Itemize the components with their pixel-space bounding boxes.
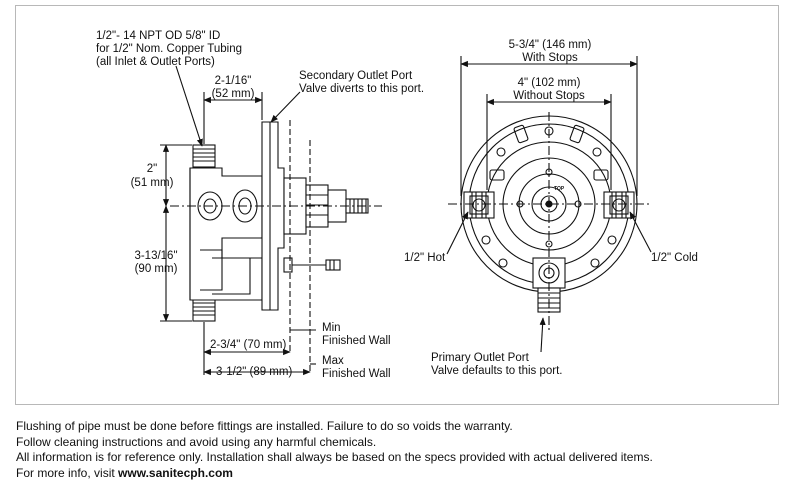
height-51-mm: (51 mm) [131, 177, 174, 189]
hot-leader [446, 211, 469, 255]
thread-spec-line-2: for 1/2" Nom. Copper Tubing [96, 43, 242, 55]
thread-spec-line-3: (all Inlet & Outlet Ports) [96, 56, 215, 68]
valve-dimension-drawing: 1/2"- 14 NPT OD 5/8" ID for 1/2" Nom. Co… [96, 30, 698, 380]
secondary-outlet-desc: Valve diverts to this port. [299, 83, 424, 95]
side-view [160, 65, 382, 376]
diverter-stem [325, 259, 341, 271]
max-wall-line-1: Max [322, 355, 344, 367]
cold-leader [629, 211, 652, 253]
min-wall-line-2: Finished Wall [322, 335, 391, 347]
primary-outlet-title: Primary Outlet Port [431, 352, 530, 364]
hot-stop [463, 191, 495, 219]
mounting-bracket [261, 121, 285, 311]
website-link[interactable]: www.sanitecph.com [118, 465, 233, 480]
note-flushing: Flushing of pipe must be done before fit… [16, 419, 513, 433]
height-51-value: 2" [147, 163, 157, 175]
without-stops-label: Without Stops [513, 90, 585, 102]
notes: Flushing of pipe must be done before fit… [16, 419, 653, 481]
note-reference: All information is for reference only. I… [16, 450, 653, 464]
max-wall-line-2: Finished Wall [322, 368, 391, 380]
with-stops-label: With Stops [522, 52, 578, 64]
diagram-frame [15, 5, 779, 405]
secondary-leader [270, 91, 301, 123]
bottom-port-nipple [192, 298, 216, 322]
primary-outlet-desc: Valve defaults to this port. [431, 365, 562, 377]
depth-89-label: 3-1/2" (89 mm) [216, 366, 292, 378]
valve-body [189, 167, 263, 301]
thread-leader [175, 65, 203, 147]
top-port-nipple [192, 144, 216, 168]
with-stops-value: 5-3/4" (146 mm) [509, 39, 592, 51]
min-wall-line-1: Min [322, 322, 341, 334]
top-mark: TOP [554, 186, 565, 192]
depth-52-mm: (52 mm) [212, 88, 255, 100]
hot-label: 1/2" Hot [404, 252, 446, 264]
depth-70-label: 2-3/4" (70 mm) [210, 339, 286, 351]
note-more-info: For more info, visit www.sanitecph.com [16, 466, 653, 482]
cold-label: 1/2" Cold [651, 252, 698, 264]
cold-stop [603, 191, 635, 219]
height-90-mm: (90 mm) [135, 263, 178, 275]
without-stops-value: 4" (102 mm) [518, 77, 581, 89]
note-cleaning: Follow cleaning instructions and avoid u… [16, 434, 377, 449]
primary-leader [539, 317, 546, 353]
side-view-labels: 1/2"- 14 NPT OD 5/8" ID for 1/2" Nom. Co… [96, 30, 424, 380]
thread-spec-line-1: 1/2"- 14 NPT OD 5/8" ID [96, 30, 220, 42]
front-view [446, 56, 652, 353]
depth-52-value: 2-1/16" [215, 75, 252, 87]
height-90-value: 3-13/16" [134, 250, 177, 262]
more-info-prefix: For more info, visit [16, 465, 119, 480]
front-view-labels: 5-3/4" (146 mm) With Stops 4" (102 mm) W… [404, 39, 698, 377]
secondary-outlet-title: Secondary Outlet Port [299, 70, 413, 82]
